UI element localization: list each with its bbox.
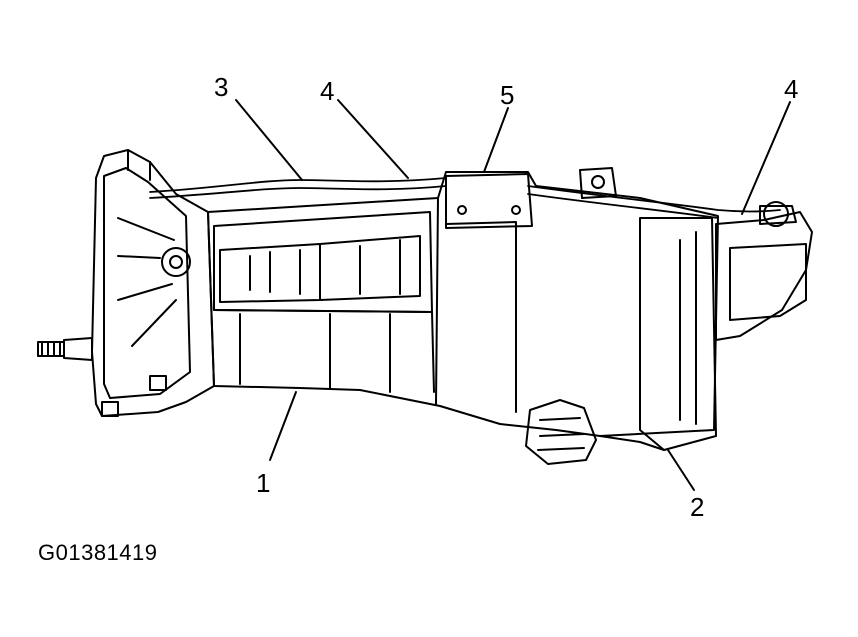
main-case bbox=[207, 171, 719, 437]
bell-housing bbox=[91, 149, 215, 417]
callout-2: 2 bbox=[690, 492, 705, 522]
callout-4-left: 4 bbox=[320, 76, 335, 106]
input-shaft bbox=[37, 337, 93, 361]
callout-3: 3 bbox=[214, 72, 229, 102]
oil-pan bbox=[525, 399, 665, 465]
callout-5: 5 bbox=[500, 80, 515, 110]
callout-1: 1 bbox=[256, 468, 271, 498]
callout-4-right: 4 bbox=[784, 74, 799, 104]
extension-housing bbox=[639, 201, 813, 451]
figure-id: G01381419 bbox=[38, 540, 158, 565]
wire-harness bbox=[149, 177, 781, 219]
top-cover bbox=[445, 167, 617, 229]
leader-lines bbox=[235, 99, 791, 491]
